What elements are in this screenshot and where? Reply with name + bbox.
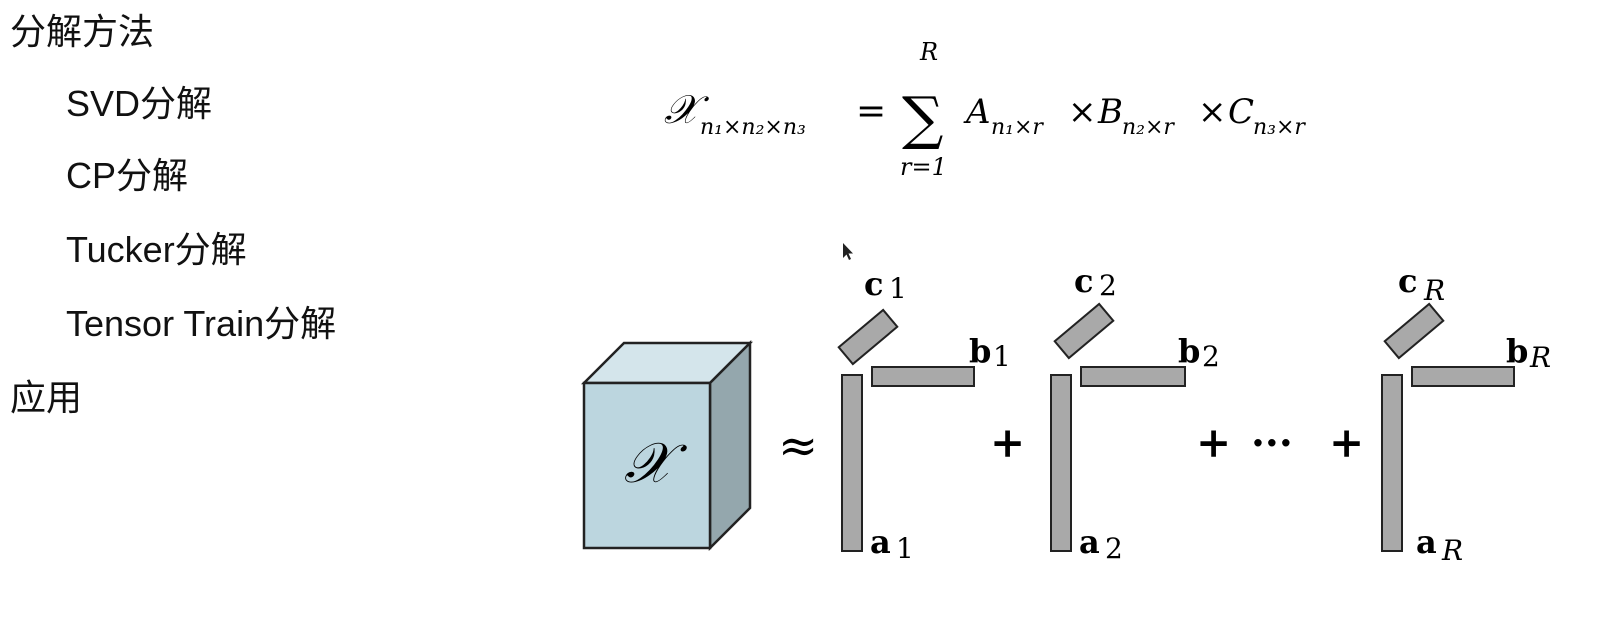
formula-equals: = [856, 91, 886, 132]
plus-symbol-3: + [1329, 418, 1364, 467]
formula-b-subscript: n₂×r [1122, 115, 1175, 140]
formula-c: C [1228, 92, 1254, 132]
label-cR: c [1398, 262, 1417, 300]
label-bR-sub: R [1529, 341, 1551, 374]
tensor-cube: 𝒳 [580, 339, 754, 552]
approx-symbol: ≈ [778, 418, 818, 474]
label-bR: b [1506, 332, 1528, 370]
label-aR: a [1416, 523, 1437, 561]
formula-b: B [1097, 92, 1123, 132]
formula-sum-lower: r=1 [900, 153, 947, 181]
label-aR-sub: R [1441, 534, 1463, 567]
formula-tensor-subscript: n₁×n₂×n₃ [700, 115, 806, 140]
label-a1: a [870, 523, 891, 561]
formula-a: A [963, 92, 991, 132]
outline-heading-methods: 分解方法 [10, 11, 155, 52]
rank-one-term-r: c R b R a R [1381, 262, 1551, 567]
formula-times-1: × [1068, 92, 1097, 132]
label-b1-sub: 1 [993, 340, 1011, 373]
outline-item-tensor-train: Tensor Train分解 [66, 303, 337, 344]
cube-front-face [582, 381, 712, 550]
label-b1: b [969, 332, 991, 370]
label-c1-sub: 1 [889, 272, 907, 305]
formula-c-subscript: n₃×r [1253, 115, 1306, 140]
factor-a1-bar [841, 374, 863, 552]
factor-c1-bar [837, 308, 899, 366]
label-a2-sub: 2 [1105, 532, 1123, 565]
label-a2: a [1079, 523, 1100, 561]
factor-b1-bar [871, 366, 975, 387]
mouse-cursor-icon [843, 243, 853, 260]
outline-list: 分解方法 SVD分解 CP分解 Tucker分解 Tensor Train分解 … [0, 0, 560, 622]
label-c2-sub: 2 [1099, 269, 1117, 302]
label-b2-sub: 2 [1202, 340, 1220, 373]
rank-one-term-1: c 1 b 1 a 1 [837, 265, 1011, 565]
ellipsis: ··· [1251, 420, 1293, 467]
label-c2: c [1074, 262, 1093, 300]
factor-aR-bar [1381, 374, 1403, 552]
label-a1-sub: 1 [896, 532, 914, 565]
factor-c2-bar [1053, 302, 1115, 360]
label-b2: b [1178, 332, 1200, 370]
outline-item-cp: CP分解 [66, 155, 189, 196]
factor-bR-bar [1411, 366, 1515, 387]
rank-one-term-2: c 2 b 2 a 2 [1050, 262, 1220, 565]
label-c1: c [864, 265, 883, 303]
factor-cR-bar [1383, 302, 1445, 360]
formula-sum-symbol: ∑ [902, 84, 943, 152]
formula-sum-upper: R [919, 38, 938, 66]
outline-heading-applications: 应用 [10, 377, 83, 418]
outline-item-svd: SVD分解 [66, 83, 213, 124]
label-cR-sub: R [1423, 274, 1445, 307]
cp-formula: 𝒳 n₁×n₂×n₃ = R ∑ r=1 A n₁×r × B n₂×r × C… [664, 38, 1306, 181]
plus-symbol-1: + [990, 418, 1025, 467]
formula-a-subscript: n₁×r [991, 115, 1044, 140]
outline-item-tucker: Tucker分解 [66, 229, 247, 270]
factor-b2-bar [1080, 366, 1186, 387]
plus-symbol-2: + [1196, 418, 1231, 467]
factor-a2-bar [1050, 374, 1072, 552]
formula-times-2: × [1198, 92, 1227, 132]
